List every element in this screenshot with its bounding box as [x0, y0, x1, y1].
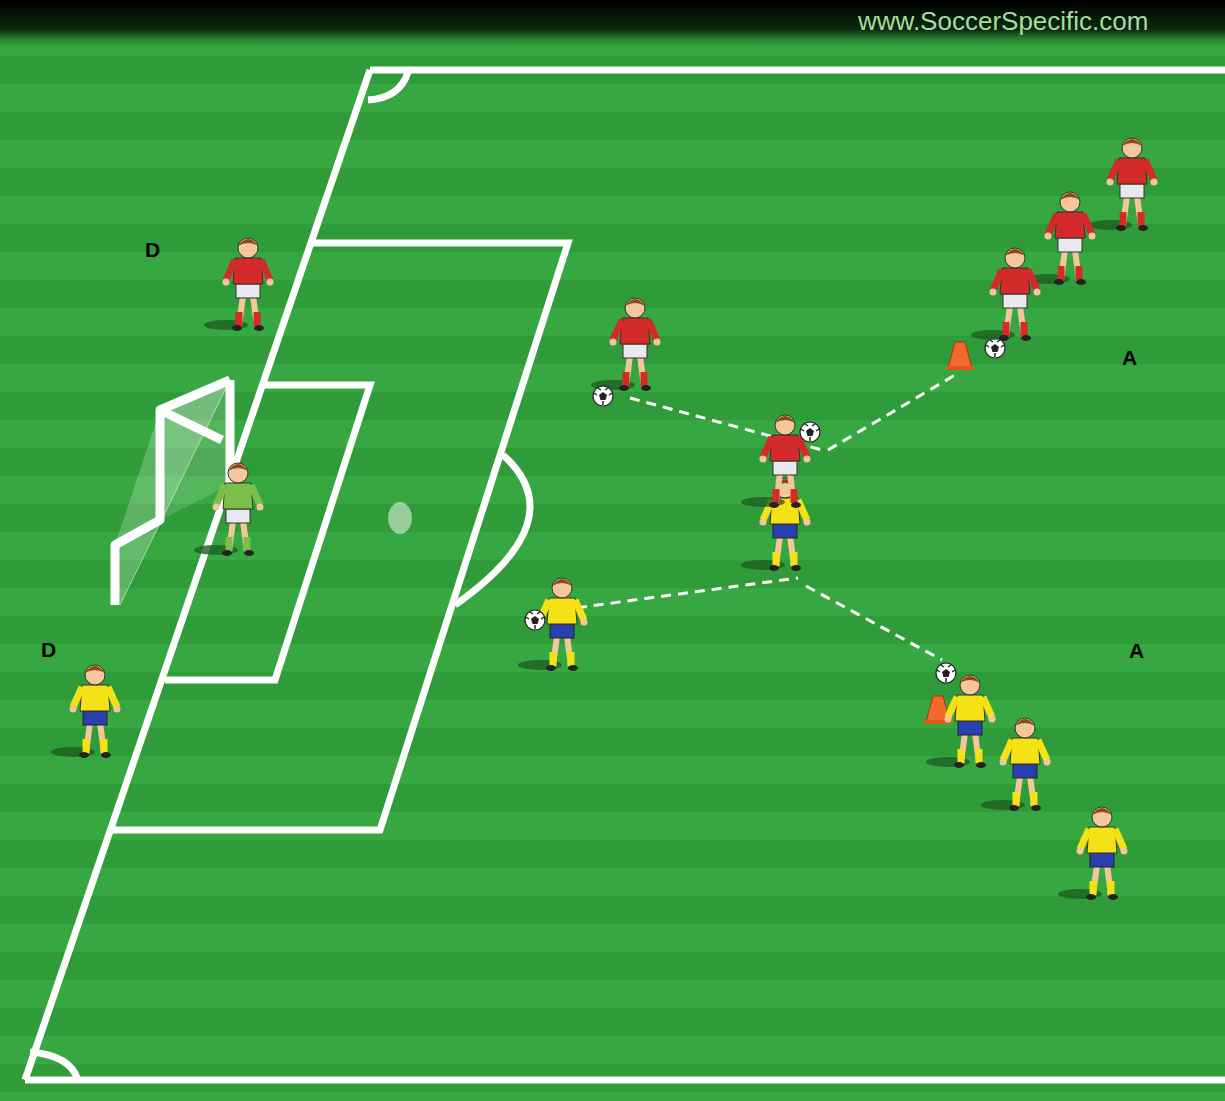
pitch-lines: [25, 70, 1225, 1080]
yellow-player: [518, 578, 588, 671]
goal: [115, 380, 230, 605]
ball: [985, 338, 1005, 358]
red-player: [971, 248, 1041, 341]
ball: [800, 422, 820, 442]
yellow-defender: [51, 665, 121, 758]
yellow-player: [981, 718, 1051, 811]
pass-lines: [560, 375, 955, 660]
yellow-player: [926, 675, 996, 768]
red-player: [1088, 138, 1158, 231]
position-letter: A: [1129, 639, 1144, 663]
watermark: www.SoccerSpecific.com: [858, 6, 1148, 37]
ball: [593, 386, 613, 406]
ball: [525, 610, 545, 630]
red-defender: [204, 238, 274, 331]
yellow-player: [1058, 807, 1128, 900]
ball: [936, 663, 956, 683]
goalkeeper: [194, 463, 264, 556]
position-letter: A: [1122, 346, 1137, 370]
header-bar: [0, 0, 1225, 50]
red-player: [1026, 192, 1096, 285]
cone: [946, 342, 974, 370]
red-player: [591, 298, 661, 391]
penalty-spot: [388, 502, 412, 534]
position-letter: D: [145, 238, 160, 262]
position-letter: D: [41, 638, 56, 662]
